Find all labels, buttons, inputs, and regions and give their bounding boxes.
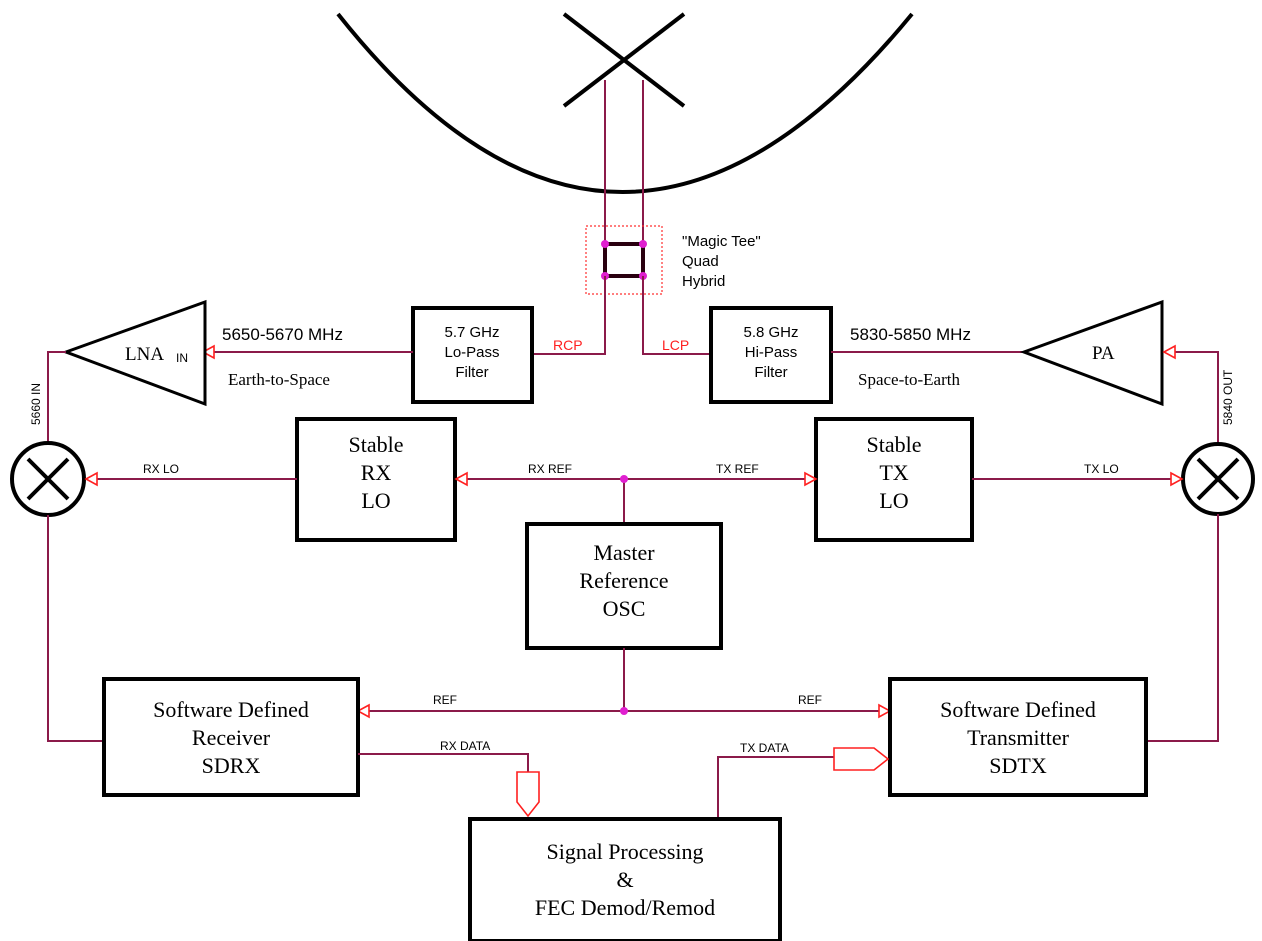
stable-tx-lo: Stable TX LO [814, 417, 974, 542]
pa-amplifier: PA [1019, 299, 1164, 407]
ref-left-label: REF [433, 693, 457, 707]
sdtx-line2: Transmitter [967, 725, 1070, 750]
tx-mixer [1181, 442, 1255, 516]
sdtx-line3: SDTX [989, 753, 1047, 778]
pa-in-arrow [1162, 344, 1176, 360]
master-line1: Master [593, 540, 655, 565]
rx-lo-wire-label: RX LO [143, 462, 179, 476]
pa-label: PA [1092, 343, 1115, 364]
software-defined-transmitter: Software Defined Transmitter SDTX [888, 677, 1148, 797]
lo-pass-filter: 5.7 GHz Lo-Pass Filter [411, 306, 534, 404]
hi-pass-line1: 5.8 GHz [743, 324, 798, 341]
feed-wires [604, 80, 644, 244]
rx-mixer-to-sdrx-wire [47, 515, 104, 742]
rx-ref-label: RX REF [528, 462, 572, 476]
tx-data-arrow [833, 747, 890, 771]
dsp-line3: FEC Demod/Remod [535, 895, 715, 920]
if-out-label: 5840 OUT [1221, 369, 1235, 425]
master-reference-osc: Master Reference OSC [525, 522, 723, 650]
mixer-to-pa-wire [1174, 351, 1219, 446]
tx-data-wire [717, 756, 834, 819]
rx-lo-line2: RX [361, 460, 392, 485]
lo-ref-junction [620, 475, 628, 483]
rx-data-arrow [516, 771, 540, 818]
software-defined-receiver: Software Defined Receiver SDRX [102, 677, 360, 797]
sdrx-ref-arrow [356, 703, 370, 719]
lna-in-arrow [201, 344, 215, 360]
tx-ref-arrow [804, 471, 818, 487]
stable-rx-lo: Stable RX LO [295, 417, 457, 542]
dsp-line1: Signal Processing [546, 839, 703, 864]
signal-processing-block: Signal Processing & FEC Demod/Remod [468, 817, 782, 941]
rx-data-label: RX DATA [440, 739, 490, 753]
sdtx-to-tx-mixer-wire [1146, 514, 1219, 742]
rx-ref-arrow [454, 471, 468, 487]
lna-sub-label: IN [176, 351, 188, 365]
tx-data-label: TX DATA [740, 741, 789, 755]
ref-right-label: REF [798, 693, 822, 707]
rcp-label: RCP [553, 337, 583, 353]
tx-lo-arrow [1170, 471, 1184, 487]
rx-mixer [10, 441, 86, 517]
lna-to-mixer-wire [47, 351, 66, 458]
sdtx-line1: Software Defined [940, 697, 1096, 722]
rx-lo-arrow [84, 471, 98, 487]
master-line3: OSC [603, 596, 646, 621]
rx-lo-line3: LO [361, 488, 390, 513]
magic-tee [585, 225, 663, 295]
lna-amplifier: LNA IN [61, 299, 207, 407]
tx-lo-line3: LO [879, 488, 908, 513]
rx-lo-line1: Stable [349, 432, 404, 457]
magic-tee-label-2: Quad [682, 253, 719, 270]
hi-pass-line3: Filter [754, 364, 787, 381]
port-wires [532, 276, 711, 355]
hi-pass-line2: Hi-Pass [745, 344, 798, 361]
sdrx-line1: Software Defined [153, 697, 309, 722]
lcp-label: LCP [662, 337, 689, 353]
magic-tee-label-1: "Magic Tee" [682, 233, 761, 250]
downlink-freq: 5830-5850 MHz [850, 325, 971, 344]
lo-pass-line1: 5.7 GHz [444, 324, 499, 341]
tx-lo-line1: Stable [867, 432, 922, 457]
lo-pass-line2: Lo-Pass [444, 344, 499, 361]
if-in-label: 5660 IN [29, 383, 43, 425]
lo-pass-line3: Filter [455, 364, 488, 381]
uplink-freq: 5650-5670 MHz [222, 325, 343, 344]
dish-antenna [336, 12, 914, 194]
master-line2: Reference [579, 568, 668, 593]
dsp-line2: & [616, 867, 633, 892]
tx-ref-label: TX REF [716, 462, 759, 476]
tx-lo-line2: TX [879, 460, 908, 485]
downlink-direction: Space-to-Earth [858, 370, 960, 389]
lna-label: LNA [125, 344, 164, 365]
sdrx-line2: Receiver [192, 725, 271, 750]
magic-tee-label-3: Hybrid [682, 273, 725, 290]
hi-pass-filter: 5.8 GHz Hi-Pass Filter [709, 306, 833, 404]
tx-lo-wire-label: TX LO [1084, 462, 1119, 476]
uplink-direction: Earth-to-Space [228, 370, 330, 389]
sdr-ref-junction [620, 707, 628, 715]
sdtx-ref-arrow [878, 703, 892, 719]
sdrx-line3: SDRX [202, 753, 261, 778]
rx-data-wire [358, 753, 529, 772]
